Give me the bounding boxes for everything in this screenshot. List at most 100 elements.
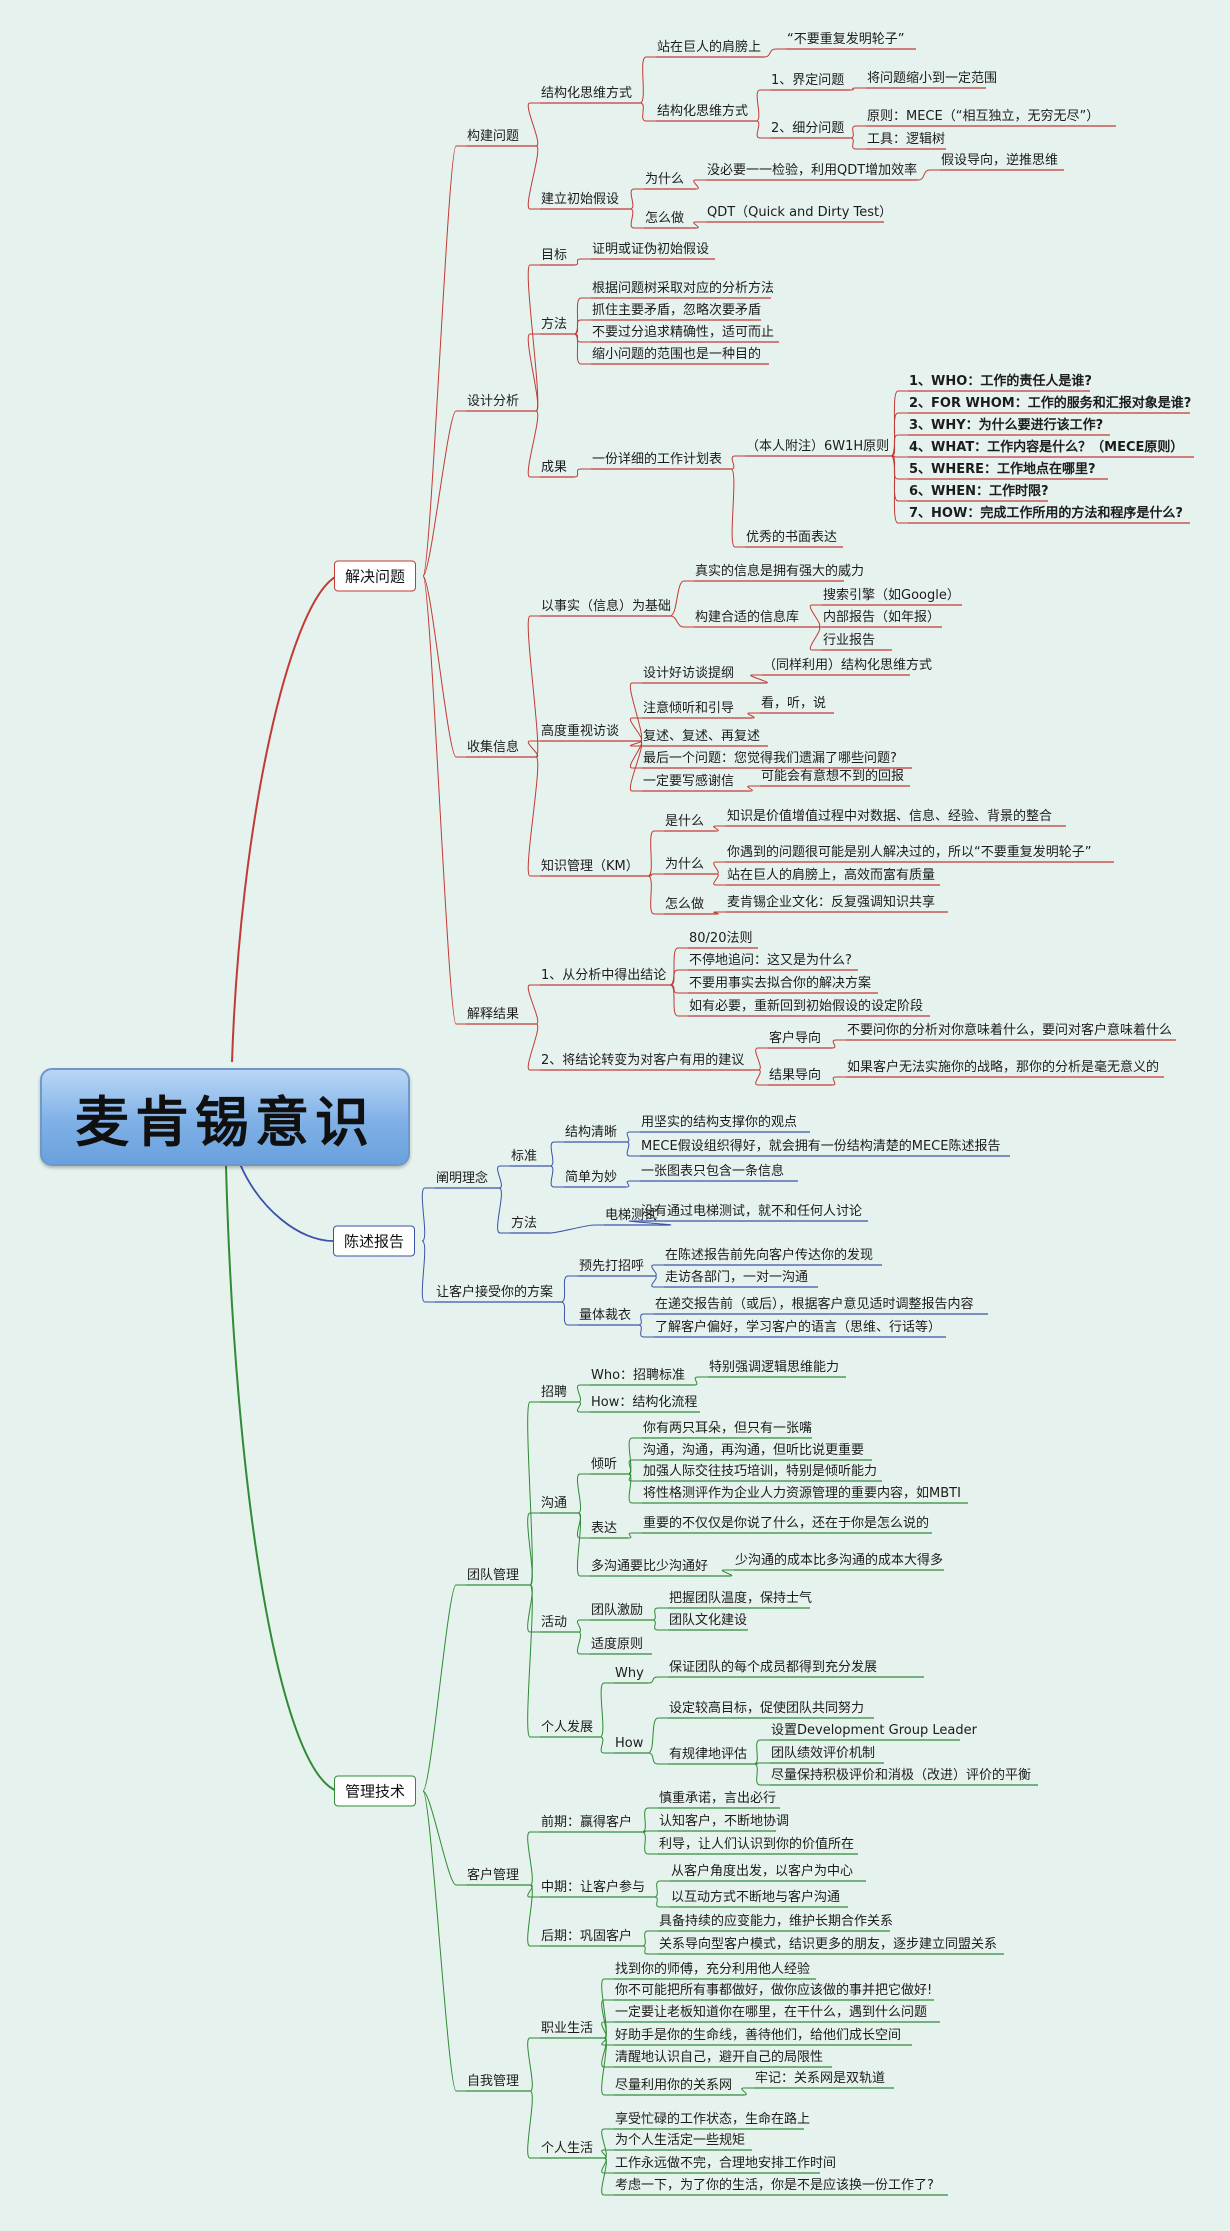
node-n6[interactable]: 1、界定问题 bbox=[771, 73, 845, 88]
node-n48[interactable]: 复述、复述、再复述 bbox=[643, 729, 761, 744]
node-n9[interactable]: 原则：MECE（“相互独立，无穷无尽”） bbox=[867, 109, 1100, 124]
node-g37[interactable]: 以互动方式不断地与客户沟通 bbox=[671, 1890, 841, 1905]
node-g11[interactable]: 将性格测评作为企业人力资源管理的重要内容，如MBTI bbox=[643, 1486, 961, 1501]
node-m4[interactable]: 用坚实的结构支撑你的观点 bbox=[641, 1115, 798, 1130]
node-n21[interactable]: 根据问题树采取对应的分析方法 bbox=[592, 281, 775, 296]
node-g35[interactable]: 中期：让客户参与 bbox=[541, 1880, 646, 1895]
node-n45[interactable]: （同样利用）结构化思维方式 bbox=[763, 658, 933, 673]
node-n1[interactable]: 构建问题 bbox=[467, 129, 520, 144]
node-n29[interactable]: 2、FOR WHOM：工作的服务和汇报对象是谁? bbox=[909, 396, 1192, 411]
node-g22[interactable]: Why bbox=[615, 1666, 644, 1681]
node-n41[interactable]: 内部报告（如年报） bbox=[823, 610, 941, 625]
node-m13[interactable]: 在陈述报告前先向客户传达你的发现 bbox=[665, 1248, 874, 1263]
node-n4[interactable]: “不要重复发明轮子” bbox=[787, 32, 905, 47]
node-m1[interactable]: 阐明理念 bbox=[436, 1171, 489, 1186]
node-g21[interactable]: 个人发展 bbox=[541, 1720, 594, 1735]
node-m10[interactable]: 没有通过电梯测试，就不和任何人讨论 bbox=[641, 1204, 863, 1219]
node-n58[interactable]: 怎么做 bbox=[665, 897, 705, 912]
node-n60[interactable]: 解释结果 bbox=[467, 1007, 520, 1022]
node-g52[interactable]: 为个人生活定一些规矩 bbox=[615, 2133, 746, 2148]
node-n18[interactable]: 目标 bbox=[541, 248, 568, 263]
node-m15[interactable]: 量体裁衣 bbox=[579, 1308, 632, 1323]
node-g49[interactable]: 牢记：关系网是双轨道 bbox=[755, 2071, 886, 2086]
node-n26[interactable]: 一份详细的工作计划表 bbox=[592, 452, 723, 467]
node-m11[interactable]: 让客户接受你的方案 bbox=[436, 1285, 554, 1300]
node-n28[interactable]: 1、WHO：工作的责任人是谁? bbox=[909, 374, 1092, 389]
node-n24[interactable]: 缩小问题的范围也是一种目的 bbox=[592, 347, 762, 362]
node-g54[interactable]: 考虑一下，为了你的生活，你是不是应该换一份工作了? bbox=[615, 2178, 934, 2193]
node-n38[interactable]: 真实的信息是拥有强大的威力 bbox=[695, 564, 865, 579]
node-g34[interactable]: 利导，让人们认识到你的价值所在 bbox=[659, 1837, 855, 1852]
node-g50[interactable]: 个人生活 bbox=[541, 2141, 594, 2156]
node-g6[interactable]: 沟通 bbox=[541, 1496, 568, 1511]
node-n14[interactable]: 假设导向，逆推思维 bbox=[941, 153, 1059, 168]
node-n19[interactable]: 证明或证伪初始假设 bbox=[592, 242, 710, 257]
node-g9[interactable]: 沟通，沟通，再沟通，但听比说更重要 bbox=[643, 1443, 865, 1458]
node-m12[interactable]: 预先打招呼 bbox=[579, 1259, 645, 1274]
node-m17[interactable]: 了解客户偏好，学习客户的语言（思维、行话等） bbox=[655, 1320, 942, 1335]
node-n39[interactable]: 构建合适的信息库 bbox=[695, 610, 800, 625]
node-g7[interactable]: 倾听 bbox=[591, 1457, 618, 1472]
node-g18[interactable]: 把握团队温度，保持士气 bbox=[669, 1591, 813, 1606]
node-n40[interactable]: 搜索引擎（如Google） bbox=[823, 588, 960, 603]
node-g28[interactable]: 团队绩效评价机制 bbox=[771, 1746, 876, 1761]
node-n15[interactable]: 怎么做 bbox=[645, 211, 685, 226]
node-g27[interactable]: 设置Development Group Leader bbox=[771, 1723, 977, 1738]
node-n67[interactable]: 客户导向 bbox=[769, 1031, 822, 1046]
branch-b3[interactable]: 管理技术 bbox=[333, 1775, 417, 1807]
node-g42[interactable]: 职业生活 bbox=[541, 2021, 594, 2036]
node-g5[interactable]: How：结构化流程 bbox=[591, 1395, 698, 1410]
node-n11[interactable]: 建立初始假设 bbox=[541, 192, 620, 207]
node-n32[interactable]: 5、WHERE：工作地点在哪里? bbox=[909, 462, 1096, 477]
node-n10[interactable]: 工具：逻辑树 bbox=[867, 132, 946, 147]
node-n13[interactable]: 没必要一一检验，利用QDT增加效率 bbox=[707, 163, 918, 178]
node-n8[interactable]: 2、细分问题 bbox=[771, 121, 845, 136]
central-topic[interactable]: 麦肯锡意识 bbox=[40, 1068, 410, 1166]
node-g26[interactable]: 有规律地评估 bbox=[669, 1747, 748, 1762]
node-g14[interactable]: 多沟通要比少沟通好 bbox=[591, 1559, 709, 1574]
node-g48[interactable]: 尽量利用你的关系网 bbox=[615, 2078, 733, 2093]
branch-b1[interactable]: 解决问题 bbox=[333, 560, 417, 592]
node-n51[interactable]: 可能会有意想不到的回报 bbox=[761, 769, 905, 784]
node-g16[interactable]: 活动 bbox=[541, 1615, 568, 1630]
node-n49[interactable]: 最后一个问题：您觉得我们遗漏了哪些问题? bbox=[643, 751, 897, 766]
node-n63[interactable]: 不停地追问：这又是为什么? bbox=[689, 953, 852, 968]
node-n70[interactable]: 如果客户无法实施你的战略，那你的分析是毫无意义的 bbox=[847, 1060, 1160, 1075]
node-m5[interactable]: MECE假设组织得好，就会拥有一份结构清楚的MECE陈述报告 bbox=[641, 1139, 1001, 1154]
node-m6[interactable]: 简单为妙 bbox=[565, 1170, 618, 1185]
node-g19[interactable]: 团队文化建设 bbox=[669, 1613, 748, 1628]
node-n50[interactable]: 一定要写感谢信 bbox=[643, 774, 735, 789]
node-n33[interactable]: 6、WHEN：工作时限? bbox=[909, 484, 1049, 499]
node-g20[interactable]: 适度原则 bbox=[591, 1637, 644, 1652]
node-g25[interactable]: 设定较高目标，促使团队共同努力 bbox=[669, 1701, 865, 1716]
node-g17[interactable]: 团队激励 bbox=[591, 1603, 644, 1618]
node-n37[interactable]: 以事实（信息）为基础 bbox=[541, 599, 672, 614]
node-g12[interactable]: 表达 bbox=[591, 1521, 618, 1536]
node-n2[interactable]: 结构化思维方式 bbox=[541, 86, 633, 101]
node-n17[interactable]: 设计分析 bbox=[467, 394, 520, 409]
node-g24[interactable]: How bbox=[615, 1736, 644, 1751]
node-g45[interactable]: 一定要让老板知道你在哪里，在干什么，遇到什么问题 bbox=[615, 2005, 928, 2020]
node-n54[interactable]: 知识是价值增值过程中对数据、信息、经验、背景的整合 bbox=[727, 809, 1053, 824]
node-g29[interactable]: 尽量保持积极评价和消极（改进）评价的平衡 bbox=[771, 1768, 1032, 1783]
node-n64[interactable]: 不要用事实去拟合你的解决方案 bbox=[689, 976, 872, 991]
node-n46[interactable]: 注意倾听和引导 bbox=[643, 701, 735, 716]
node-g1[interactable]: 团队管理 bbox=[467, 1568, 520, 1583]
node-m7[interactable]: 一张图表只包含一条信息 bbox=[641, 1164, 785, 1179]
node-n53[interactable]: 是什么 bbox=[665, 814, 705, 829]
node-n55[interactable]: 为什么 bbox=[665, 857, 705, 872]
node-n56[interactable]: 你遇到的问题很可能是别人解决过的，所以“不要重复发明轮子” bbox=[727, 845, 1092, 860]
node-n5[interactable]: 结构化思维方式 bbox=[657, 104, 749, 119]
node-n66[interactable]: 2、将结论转变为对客户有用的建议 bbox=[541, 1053, 745, 1068]
node-g38[interactable]: 后期：巩固客户 bbox=[541, 1929, 633, 1944]
node-g36[interactable]: 从客户角度出发，以客户为中心 bbox=[671, 1864, 854, 1879]
node-g30[interactable]: 客户管理 bbox=[467, 1868, 520, 1883]
node-m14[interactable]: 走访各部门，一对一沟通 bbox=[665, 1270, 809, 1285]
node-g47[interactable]: 清醒地认识自己，避开自己的局限性 bbox=[615, 2050, 824, 2065]
node-n59[interactable]: 麦肯锡企业文化：反复强调知识共享 bbox=[727, 895, 936, 910]
node-n68[interactable]: 不要问你的分析对你意味着什么，要问对客户意味着什么 bbox=[847, 1023, 1173, 1038]
node-n12[interactable]: 为什么 bbox=[645, 172, 685, 187]
node-g44[interactable]: 你不可能把所有事都做好，做你应该做的事并把它做好! bbox=[615, 1983, 933, 1998]
node-n27[interactable]: （本人附注）6W1H原则 bbox=[746, 439, 890, 454]
node-n57[interactable]: 站在巨人的肩膀上，高效而富有质量 bbox=[727, 868, 936, 883]
